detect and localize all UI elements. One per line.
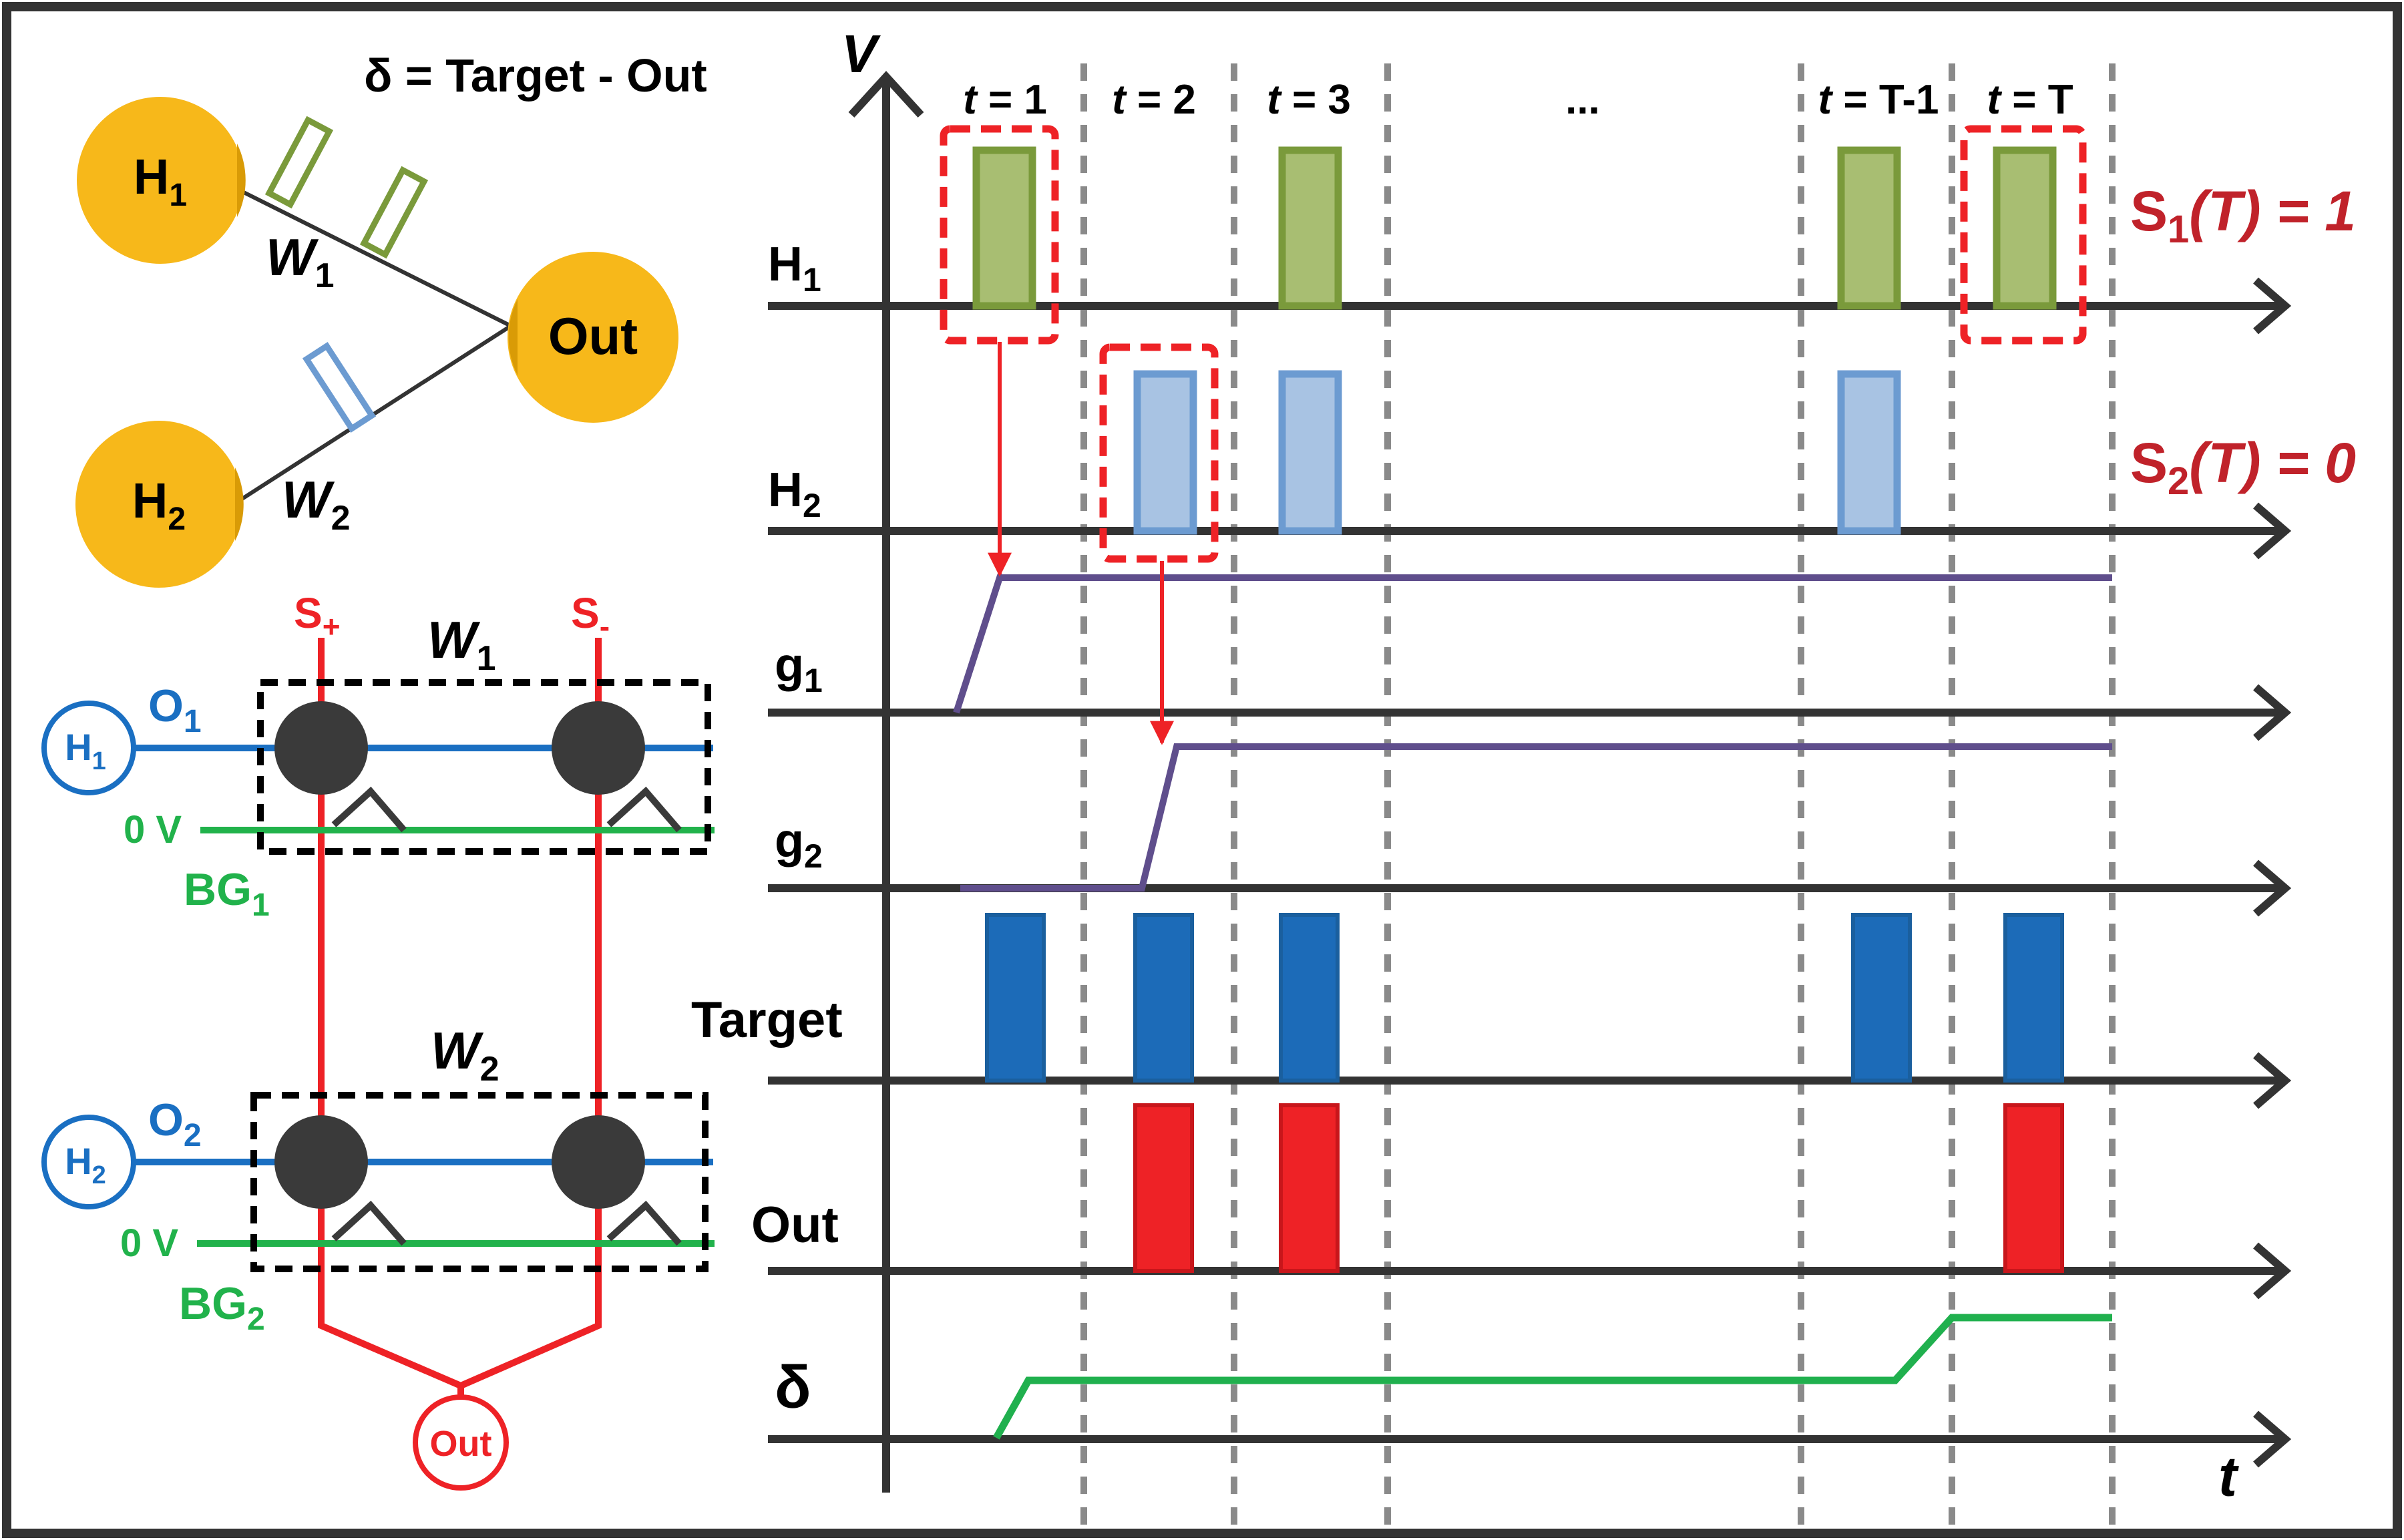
circuit-h2-node (41, 1115, 136, 1209)
node-h1-label: H1 (134, 149, 187, 213)
baseline-arrow-target (2253, 1052, 2292, 1109)
circuit-h1-node (41, 701, 136, 795)
transistor-w2-plus (274, 1115, 368, 1209)
transistor-w1-plus (274, 701, 368, 795)
node-out-label: Out (548, 307, 638, 365)
row-label-h1: H1 (768, 238, 821, 299)
v-axis-label: V (841, 24, 881, 83)
g2-trace (960, 743, 2112, 892)
weight-w1-label: W1 (266, 228, 335, 295)
w2-circuit-label: W2 (431, 1021, 499, 1089)
pulse-h2-slot-3 (1278, 370, 1342, 535)
baseline-arrow-delta (2253, 1410, 2292, 1468)
pulses (972, 146, 2064, 1273)
w1-circuit-label: W1 (427, 610, 496, 678)
row-label-delta: δ (775, 1354, 811, 1421)
row-label-out: Out (751, 1197, 839, 1254)
pulse-h1-slot-5 (1837, 146, 1901, 310)
transistor-w2-minus (552, 1115, 645, 1209)
w2-dashed-box (250, 1092, 709, 1272)
weight-w2-bar (302, 341, 377, 433)
row-label-h2: H2 (768, 463, 821, 524)
node-h2-label: H2 (132, 473, 186, 537)
circuit-h1-label: H1 (65, 726, 106, 775)
circuit-h2-label: H2 (65, 1140, 106, 1189)
pulse-out-slot-2 (1133, 1103, 1194, 1273)
weight-w1-bar-b (359, 166, 429, 259)
timing-diagram: V t = 1 t = 2 t = 3... t = T-1 t = T H1 H2 g… (691, 24, 2356, 1526)
crossbar-circuit: H1 H2 Out S+ S- W1 W2 O1 O2 0 V 0 V BG1 … (41, 589, 715, 1491)
s-minus-label: S- (571, 589, 610, 644)
pulse-h1-slot-3 (1278, 146, 1342, 310)
row-label-g1: g1 (775, 638, 823, 699)
zero-v-label-1: 0 V (124, 808, 182, 851)
weight-w2-label: W2 (282, 470, 351, 538)
time-label-3: t = 3 (1267, 77, 1351, 123)
pulse-out-slot-3 (1279, 1103, 1340, 1273)
zero-v-label-2: 0 V (120, 1221, 178, 1265)
time-label-1: t = 1 (963, 77, 1047, 123)
pulse-h1-slot-6 (1993, 146, 2057, 310)
o2-label: O2 (148, 1095, 202, 1153)
s2-result-label: S2(T) = 0 (2130, 431, 2356, 503)
pulse-target-slot-1 (985, 913, 1046, 1083)
transistor-w1-minus (552, 701, 645, 795)
pulse-out-slot-6 (2003, 1103, 2064, 1273)
s1-result-label: S1(T) = 1 (2130, 180, 2356, 251)
t-axis-label: t (2218, 1445, 2239, 1508)
time-label-4: ... (1565, 77, 1600, 123)
row-label-target: Target (691, 992, 843, 1048)
node-out (508, 252, 678, 423)
delta-formula: δ = Target - Out (364, 49, 707, 102)
pulse-target-slot-2 (1133, 913, 1194, 1083)
time-label-5: t = T-1 (1818, 77, 1939, 123)
time-label-2: t = 2 (1112, 77, 1196, 123)
bg1-label: BG1 (184, 864, 270, 923)
highlight-h1-t1 (940, 125, 1059, 345)
circuit-out-label: Out (430, 1424, 492, 1464)
node-h2 (75, 421, 242, 588)
bg2-label: BG2 (179, 1278, 265, 1337)
pulse-target-slot-5 (1851, 913, 1912, 1083)
baseline-arrow-g1 (2253, 684, 2292, 741)
node-h1 (77, 97, 244, 264)
network-diagram: H1 H2 Out W1 W2 δ = Target - Out (75, 49, 707, 588)
o1-label: O1 (148, 681, 202, 739)
time-label-6: t = T (1987, 77, 2073, 123)
highlight-h1-tT (1960, 125, 2087, 345)
edge-h1-out (236, 187, 512, 328)
baseline-arrow-out (2253, 1242, 2292, 1300)
pulse-target-slot-6 (2003, 913, 2064, 1083)
s-plus-label: S+ (294, 589, 341, 644)
pulse-h1-slot-1 (972, 146, 1036, 310)
row-label-g2: g2 (775, 814, 823, 875)
baseline-arrow-h2 (2253, 502, 2292, 560)
g1-trace (953, 574, 2112, 714)
delta-trace (993, 1314, 2112, 1440)
time-labels: t = 1 t = 2 t = 3... t = T-1 t = T (963, 77, 2073, 123)
pulse-h2-slot-2 (1133, 370, 1197, 535)
pulse-target-slot-3 (1279, 913, 1340, 1083)
highlight-h2-t2 (1099, 343, 1219, 563)
baseline-arrow-h1 (2253, 277, 2292, 335)
pulse-h2-slot-5 (1837, 370, 1901, 535)
weight-w1-bar-a (264, 116, 334, 209)
circuit-out-node (413, 1394, 509, 1491)
baseline-arrow-g2 (2253, 859, 2292, 917)
